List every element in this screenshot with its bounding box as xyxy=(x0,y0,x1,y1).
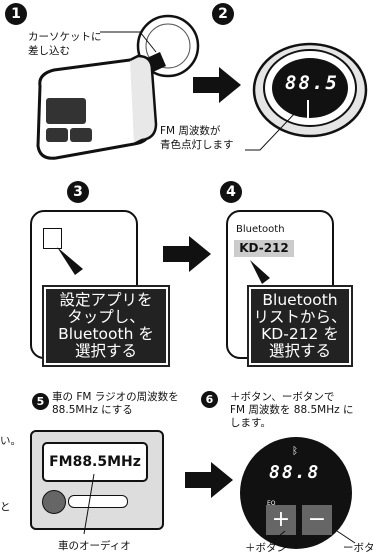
edge-fragment: と xyxy=(0,501,11,513)
step-1-label: カーソケットに 差し込む xyxy=(28,31,102,57)
step-4-pointer xyxy=(250,260,270,284)
plus-button-label: ＋ボタン xyxy=(245,542,287,554)
step-4-number: 4 xyxy=(220,181,242,203)
step-6-number: 6 xyxy=(201,391,218,408)
step-1-leader-line xyxy=(100,31,157,53)
step-5-number: 5 xyxy=(32,393,49,410)
right-arrow-icon xyxy=(185,462,233,498)
bluetooth-icon: ᛒ xyxy=(292,446,298,457)
step-2-leader-line xyxy=(245,111,297,151)
radio-display: FM88.5MHz xyxy=(42,442,148,482)
radio-slot xyxy=(68,495,128,508)
step-5-caption: 車の FM ラジオの周波数を 88.5MHz にする xyxy=(52,391,179,416)
step-4-instruction: Bluetooth リストから、 KD-212 を 選択する xyxy=(247,285,353,367)
transmitter-front-illustration xyxy=(252,42,368,138)
step-2-number: 2 xyxy=(212,3,234,25)
minus-button: − xyxy=(302,505,332,535)
step-5-leader-line xyxy=(83,473,95,535)
step-3-pointer xyxy=(57,247,83,275)
device-list-item: KD-212 xyxy=(234,240,294,257)
edge-fragment: い。 xyxy=(0,435,21,447)
radio-knob xyxy=(42,490,66,514)
transmitter-control xyxy=(240,437,352,549)
minus-button-label: ーボタン xyxy=(343,542,373,554)
step-3-number: 3 xyxy=(67,181,89,203)
step-6-caption: ＋ボタン、ーボタンで FM 周波数を 88.5MHz に します。 xyxy=(230,391,354,429)
plus-button: + xyxy=(266,505,296,535)
step-1-number: 1 xyxy=(5,3,27,25)
car-socket-illustration xyxy=(36,14,200,160)
right-arrow-icon xyxy=(193,67,241,103)
right-arrow-icon xyxy=(163,236,211,272)
step-2-label: FM 周波数が 青色点灯します xyxy=(160,125,234,151)
step-2-display: 88.5 xyxy=(285,72,339,94)
radio-label: 車のオーディオ xyxy=(58,540,131,552)
step-6-display: 88.8 xyxy=(269,462,321,483)
step-3-instruction: 設定アプリを タップし、 Bluetooth を 選択する xyxy=(42,285,170,367)
bluetooth-header: Bluetooth xyxy=(236,224,285,235)
eq-label: EQ xyxy=(267,500,276,507)
step-6-leader-lines xyxy=(270,530,356,544)
settings-app-icon xyxy=(43,228,62,249)
